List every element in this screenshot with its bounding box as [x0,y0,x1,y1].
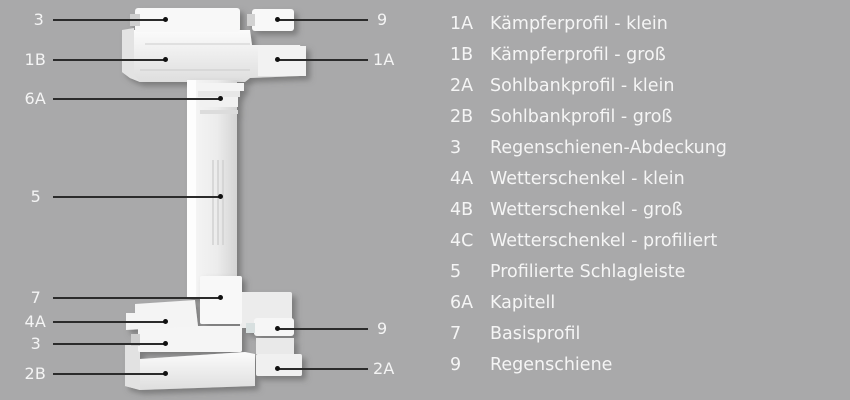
callout-label-9-top: 9 [377,10,388,29]
callout-label-6a: 6A [24,89,46,108]
callout-label-3-top: 3 [33,10,44,29]
legend-code: 5 [450,261,462,282]
legend-code: 2A [450,75,474,96]
top-assembly-shape [122,8,306,82]
legend-item: 7 Basisprofil [450,318,580,349]
callout-dot-4a [163,319,168,324]
legend-item: 6A Kapitell [450,287,555,318]
leader-line-2a [278,368,368,370]
leader-line-7 [53,297,221,299]
callout-dot-6a [218,96,223,101]
callout-dot-7 [218,295,223,300]
leader-line-6a [53,98,221,100]
callout-dot-3-bottom [163,341,168,346]
callout-label-1b: 1B [24,50,46,69]
leader-line-4a [53,321,166,323]
legend-label: Kämpferprofil - groß [490,44,666,65]
legend-item: 2B Sohlbankprofil - groß [450,101,672,132]
leader-line-3-top [53,19,166,21]
legend-item: 4C Wetterschenkel - profiliert [450,225,717,256]
callout-dot-5 [218,194,223,199]
column-shape [187,80,244,298]
legend-item: 3 Regenschienen-Abdeckung [450,132,727,163]
callout-label-7: 7 [30,288,41,307]
callout-label-2b: 2B [24,364,46,383]
legend-code: 1B [450,44,474,65]
legend-code: 4C [450,230,474,251]
leader-line-1b [53,59,166,61]
legend-item: 9 Regenschiene [450,349,612,380]
legend-code: 3 [450,137,462,158]
legend-item: 5 Profilierte Schlagleiste [450,256,685,287]
legend-code: 7 [450,323,462,344]
callout-dot-1b [163,57,168,62]
callout-dot-2b [163,371,168,376]
legend-label: Regenschiene [490,354,613,375]
callout-label-4a: 4A [24,312,46,331]
bottom-assembly-shape [125,276,302,390]
legend-code: 4A [450,168,474,189]
leader-line-5 [53,196,221,198]
legend-label: Profilierte Schlagleiste [490,261,686,282]
legend-label: Sohlbankprofil - klein [490,75,675,96]
leader-line-1a [278,59,368,61]
callout-label-5: 5 [30,187,41,206]
legend-label: Sohlbankprofil - groß [490,106,673,127]
legend-code: 2B [450,106,474,127]
callout-dot-9-top [275,17,280,22]
legend-code: 1A [450,13,474,34]
leader-line-2b [53,373,166,375]
legend-item: 4B Wetterschenkel - groß [450,194,683,225]
callout-label-2a: 2A [373,359,395,378]
callout-label-3-bottom: 3 [30,334,41,353]
legend-item: 1B Kämpferprofil - groß [450,39,666,70]
legend-label: Regenschienen-Abdeckung [490,137,727,158]
legend-label: Basisprofil [490,323,581,344]
legend-label: Wetterschenkel - profiliert [490,230,718,251]
callout-label-9-bottom: 9 [377,319,388,338]
callout-label-1a: 1A [373,50,395,69]
callout-dot-9-bottom [275,326,280,331]
legend-label: Kämpferprofil - klein [490,13,668,34]
leader-line-9-top [278,19,368,21]
legend-label: Kapitell [490,292,556,313]
callout-dot-2a [275,366,280,371]
callout-dot-1a [275,57,280,62]
legend-code: 9 [450,354,462,375]
legend-label: Wetterschenkel - klein [490,168,685,189]
legend-code: 6A [450,292,474,313]
legend-item: 2A Sohlbankprofil - klein [450,70,675,101]
legend-code: 4B [450,199,474,220]
legend-label: Wetterschenkel - groß [490,199,683,220]
legend-item: 4A Wetterschenkel - klein [450,163,685,194]
leader-line-9-bottom [278,328,368,330]
leader-line-3-bottom [53,343,166,345]
callout-dot-3-top [163,17,168,22]
legend-item: 1A Kämpferprofil - klein [450,8,668,39]
